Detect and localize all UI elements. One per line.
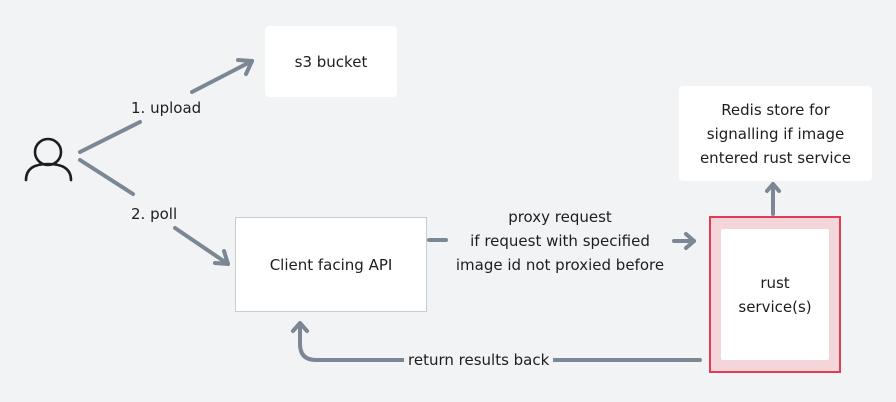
edge-label-upload: 1. upload <box>131 99 202 117</box>
s3-bucket-node: s3 bucket <box>265 26 397 97</box>
rust-service-node: rust service(s) <box>721 229 829 360</box>
arrow-upload <box>78 58 254 154</box>
redis-store-node: Redis store for signalling if image ente… <box>679 86 872 181</box>
user-icon <box>24 137 73 182</box>
client-facing-api-node: Client facing API <box>235 217 427 312</box>
edge-label-return: return results back <box>404 348 554 372</box>
edge-label-proxy: proxy request if request with specified … <box>455 208 665 274</box>
arrow-redis <box>765 182 781 216</box>
client-facing-api-label: Client facing API <box>269 255 393 274</box>
redis-store-label: Redis store for signalling if image ente… <box>699 100 852 167</box>
arrow-return <box>291 321 702 362</box>
edge-label-poll: 2. poll <box>131 205 178 223</box>
s3-bucket-label: s3 bucket <box>294 52 368 71</box>
rust-service-label: rust service(s) <box>738 273 812 316</box>
arrow-proxy <box>427 232 696 250</box>
arrow-poll <box>78 158 230 266</box>
